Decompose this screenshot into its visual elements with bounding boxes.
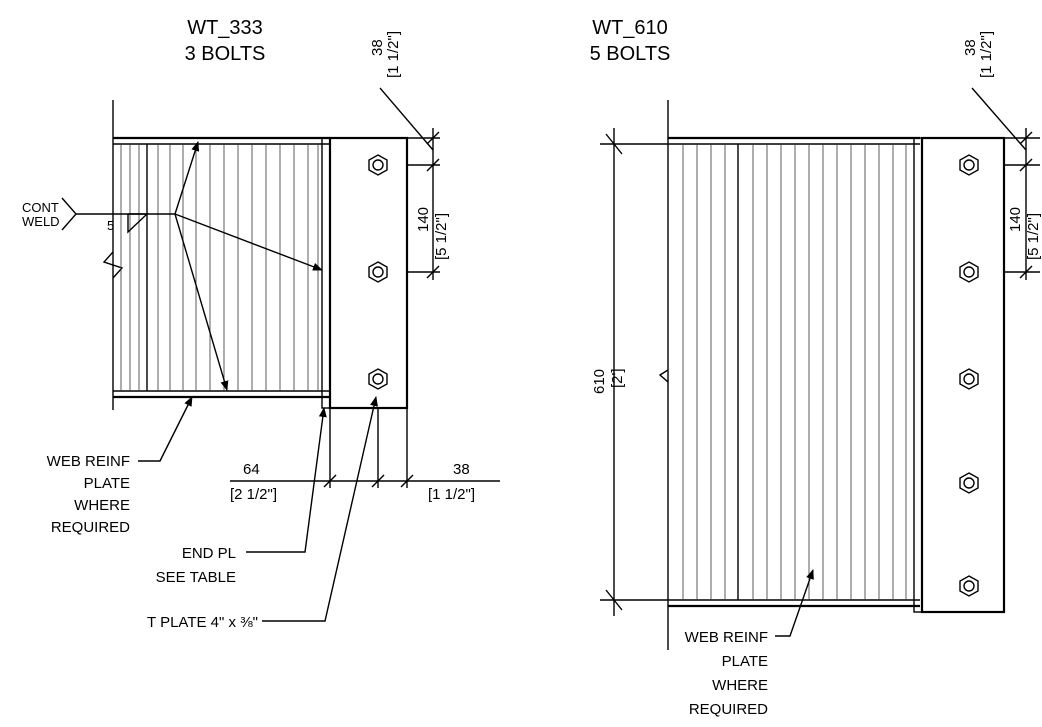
right-height-dim-value: 610 (591, 369, 608, 394)
left-t-plate (321, 137, 331, 409)
left-web-reinf-label-3: WHERE (74, 497, 130, 514)
right-spacing-dim-value: 140 (1007, 207, 1024, 232)
left-web-reinf-leader (138, 396, 193, 462)
left-end-plate (328, 136, 409, 410)
right-top-dim-imperial: [1 1/2"] (978, 31, 995, 78)
left-spacing-dim-imperial: [5 1/2"] (433, 213, 450, 260)
left-weld-size: 5 (107, 218, 114, 233)
right-title: WT_610 (592, 17, 668, 39)
left-bolt (368, 368, 388, 390)
left-end-pl-leader (246, 407, 327, 553)
right-top-dim-leader (971, 87, 1027, 151)
right-bolt (959, 472, 979, 494)
left-weld-label-2: WELD (22, 214, 60, 229)
left-dim-64-imperial: [2 1/2"] (230, 486, 277, 503)
right-end-plate (920, 136, 1006, 614)
right-web-reinf-leader (775, 569, 814, 637)
right-bolt (959, 368, 979, 390)
left-end-pl-label-2: SEE TABLE (156, 569, 236, 586)
left-dim-38-imperial: [1 1/2"] (428, 486, 475, 503)
left-web-hatch (120, 144, 319, 391)
right-t-plate (913, 137, 923, 613)
right-web-hatch (682, 144, 907, 600)
left-top-dim-value: 38 (369, 39, 386, 56)
right-bolt (959, 575, 979, 597)
right-detail: WT_610 5 BOLTS (590, 17, 1042, 718)
left-spacing-dim-value: 140 (415, 207, 432, 232)
left-web-reinf-label-4: REQUIRED (51, 519, 130, 536)
right-spacing-dim-imperial: [5 1/2"] (1025, 213, 1042, 260)
right-web-reinf-label-3: WHERE (712, 677, 768, 694)
left-dim-38-value: 38 (453, 461, 470, 478)
right-subtitle: 5 BOLTS (590, 43, 671, 65)
right-web-reinf-label-1: WEB REINF (685, 629, 768, 646)
left-subtitle: 3 BOLTS (185, 43, 266, 65)
left-web-reinf-label-1: WEB REINF (47, 453, 130, 470)
left-top-dim-leader (379, 87, 434, 151)
left-weld-label-1: CONT (22, 200, 59, 215)
left-bolt (368, 261, 388, 283)
left-title: WT_333 (187, 17, 263, 39)
left-t-plate-label: T PLATE 4" x ⅜" (147, 614, 258, 631)
right-web-reinf-label-4: REQUIRED (689, 701, 768, 718)
left-bolt (368, 154, 388, 176)
right-break-symbol (658, 369, 669, 383)
left-break-symbol (102, 251, 124, 279)
left-web-reinf-label-2: PLATE (84, 475, 130, 492)
left-detail: WT_333 3 BOLTS (22, 17, 500, 631)
right-height-dim-imperial: [2'] (609, 368, 626, 388)
right-bolt (959, 261, 979, 283)
right-web-reinf-label-2: PLATE (722, 653, 768, 670)
right-top-dim-value: 38 (962, 39, 979, 56)
left-end-pl-label-1: END PL (182, 545, 236, 562)
right-bolt (959, 154, 979, 176)
left-t-plate-leader (262, 396, 378, 622)
left-top-dim-imperial: [1 1/2"] (385, 31, 402, 78)
left-dim-64-value: 64 (243, 461, 260, 478)
left-weld-symbol (61, 141, 323, 391)
